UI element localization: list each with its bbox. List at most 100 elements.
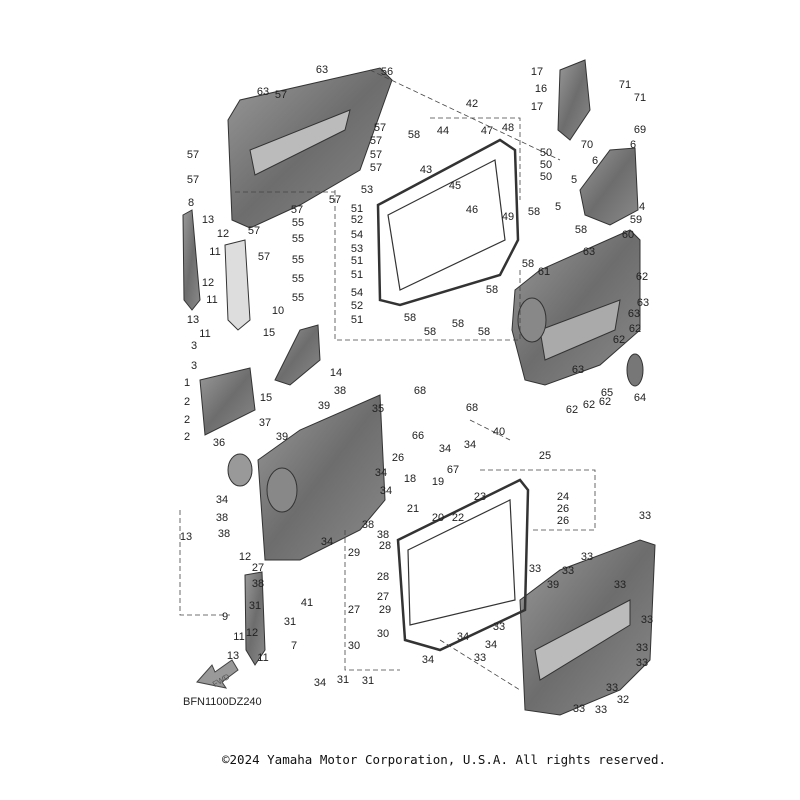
part-callout-47: 47 <box>480 125 494 137</box>
part-callout-50: 50 <box>539 171 553 183</box>
part-callout-26: 26 <box>556 503 570 515</box>
door-frame-18 <box>396 478 530 652</box>
part-callout-48: 48 <box>501 122 515 134</box>
part-callout-13: 13 <box>186 314 200 326</box>
part-callout-62: 62 <box>612 334 626 346</box>
part-callout-63: 63 <box>627 308 641 320</box>
part-callout-62: 62 <box>628 323 642 335</box>
part-callout-62: 62 <box>582 399 596 411</box>
bracket-14 <box>274 324 321 386</box>
part-callout-43: 43 <box>419 164 433 176</box>
part-callout-63: 63 <box>582 246 596 258</box>
part-callout-15: 15 <box>259 392 273 404</box>
part-callout-6: 6 <box>591 155 599 167</box>
part-callout-33: 33 <box>640 614 654 626</box>
part-callout-2: 2 <box>183 431 191 443</box>
part-callout-33: 33 <box>613 579 627 591</box>
part-callout-68: 68 <box>465 402 479 414</box>
part-callout-34: 34 <box>484 639 498 651</box>
part-callout-33: 33 <box>594 704 608 716</box>
part-callout-57: 57 <box>369 135 383 147</box>
part-callout-2: 2 <box>183 396 191 408</box>
part-callout-21: 21 <box>406 503 420 515</box>
part-callout-38: 38 <box>376 529 390 541</box>
part-callout-22: 22 <box>451 512 465 524</box>
part-callout-63: 63 <box>636 297 650 309</box>
part-callout-34: 34 <box>438 443 452 455</box>
part-callout-6: 6 <box>629 139 637 151</box>
part-callout-31: 31 <box>336 674 350 686</box>
part-callout-57: 57 <box>373 122 387 134</box>
plate-1 <box>199 367 256 436</box>
part-callout-27: 27 <box>347 604 361 616</box>
part-callout-55: 55 <box>291 217 305 229</box>
speaker-64 <box>626 353 644 387</box>
part-callout-63: 63 <box>571 364 585 376</box>
part-callout-63: 63 <box>256 86 270 98</box>
part-callout-11: 11 <box>257 652 269 664</box>
part-callout-39: 39 <box>317 400 331 412</box>
part-callout-69: 69 <box>633 124 647 136</box>
part-callout-68: 68 <box>413 385 427 397</box>
part-callout-34: 34 <box>421 654 435 666</box>
part-callout-51: 51 <box>350 314 364 326</box>
part-callout-33: 33 <box>572 703 586 715</box>
guard-8 <box>182 209 201 311</box>
part-callout-34: 34 <box>313 677 327 689</box>
part-callout-51: 51 <box>350 255 364 267</box>
part-callout-33: 33 <box>473 652 487 664</box>
part-callout-34: 34 <box>463 439 477 451</box>
bracket-16 <box>557 59 591 141</box>
part-callout-62: 62 <box>635 271 649 283</box>
part-callout-12: 12 <box>238 551 252 563</box>
speaker-cover-40 <box>227 453 253 487</box>
part-callout-45: 45 <box>448 180 462 192</box>
part-callout-27: 27 <box>251 562 265 574</box>
part-callout-34: 34 <box>379 485 393 497</box>
part-callout-32: 32 <box>616 694 630 706</box>
part-callout-57: 57 <box>186 174 200 186</box>
door-panel-35 <box>257 394 386 561</box>
part-callout-71: 71 <box>633 92 647 104</box>
part-callout-38: 38 <box>215 512 229 524</box>
part-callout-59: 59 <box>629 214 643 226</box>
part-callout-57: 57 <box>369 162 383 174</box>
part-callout-26: 26 <box>391 452 405 464</box>
part-callout-58: 58 <box>423 326 437 338</box>
part-callout-20: 20 <box>431 512 445 524</box>
part-callout-53: 53 <box>350 243 364 255</box>
part-callout-38: 38 <box>251 578 265 590</box>
part-callout-34: 34 <box>215 494 229 506</box>
part-callout-71: 71 <box>618 79 632 91</box>
part-callout-34: 34 <box>374 467 388 479</box>
part-callout-11: 11 <box>209 246 221 258</box>
part-callout-11: 11 <box>233 631 245 643</box>
part-callout-17: 17 <box>530 66 544 78</box>
guard-7 <box>244 571 266 666</box>
part-callout-26: 26 <box>556 515 570 527</box>
part-callout-33: 33 <box>561 565 575 577</box>
part-callout-25: 25 <box>538 450 552 462</box>
part-callout-12: 12 <box>245 627 259 639</box>
part-callout-17: 17 <box>530 101 544 113</box>
part-callout-55: 55 <box>291 254 305 266</box>
part-callout-33: 33 <box>638 510 652 522</box>
part-callout-60: 60 <box>621 229 635 241</box>
part-callout-15: 15 <box>262 327 276 339</box>
part-callout-58: 58 <box>485 284 499 296</box>
part-callout-3: 3 <box>190 340 198 352</box>
part-callout-1: 1 <box>183 377 191 389</box>
part-callout-12: 12 <box>216 228 230 240</box>
part-callout-27: 27 <box>376 591 390 603</box>
part-callout-23: 23 <box>473 491 487 503</box>
part-callout-33: 33 <box>528 563 542 575</box>
part-callout-30: 30 <box>376 628 390 640</box>
part-callout-30: 30 <box>347 640 361 652</box>
part-callout-13: 13 <box>226 650 240 662</box>
part-callout-24: 24 <box>556 491 570 503</box>
part-callout-44: 44 <box>436 125 450 137</box>
part-callout-70: 70 <box>580 139 594 151</box>
part-callout-58: 58 <box>477 326 491 338</box>
